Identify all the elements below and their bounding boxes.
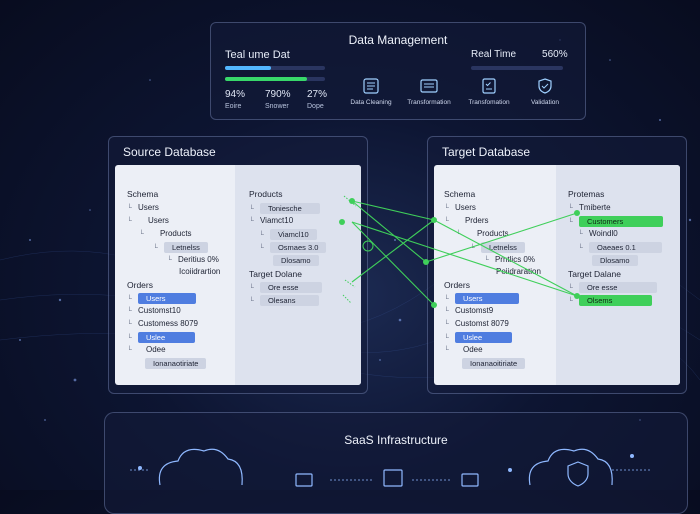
- cloud-icon: [158, 448, 243, 486]
- target-table-item[interactable]: └Olsems: [568, 295, 653, 306]
- product-item[interactable]: └Toniesche: [249, 203, 320, 214]
- progress-bar-primary: [225, 66, 325, 70]
- server-icon: [295, 473, 313, 487]
- orders-item[interactable]: └Customst9: [444, 306, 494, 315]
- product-item[interactable]: └Woindl0: [578, 229, 618, 238]
- realtime-data-label: Teal ume Dat: [225, 49, 290, 61]
- stat-1: 94% Eoire: [225, 89, 246, 110]
- orders-item[interactable]: Ionanaotiriate: [145, 358, 207, 369]
- connection-node[interactable]: [423, 259, 429, 265]
- schema-heading: Schema: [127, 189, 159, 199]
- tree-item[interactable]: Peiidraration: [496, 267, 541, 276]
- orders-item[interactable]: └Users: [127, 293, 196, 304]
- orders-item[interactable]: └Uslee: [444, 332, 513, 343]
- connection-node[interactable]: [574, 293, 580, 299]
- tree-item[interactable]: └Products: [456, 229, 509, 238]
- product-item[interactable]: └Viamcl10: [259, 229, 317, 240]
- tree-item[interactable]: └Users: [444, 203, 476, 212]
- saas-infrastructure-title: SaaS Infrastructure: [344, 433, 448, 447]
- shield-check-icon: [538, 78, 552, 94]
- products-heading: Products: [249, 189, 283, 199]
- orders-item[interactable]: └Customst 8079: [444, 319, 509, 328]
- schema-heading: Schema: [444, 189, 476, 199]
- connection-node[interactable]: [349, 198, 355, 204]
- products-heading: Protemas: [568, 189, 605, 199]
- source-schema-view: Schema └Users └Users └Products └Letnelss…: [115, 165, 361, 385]
- progress-bar-secondary: [225, 77, 325, 81]
- stat-2: 790% Snower: [265, 89, 291, 110]
- target-database-panel: Target Database Schema └Users └Prders └P…: [427, 136, 687, 394]
- product-item[interactable]: └Tmiberte: [568, 203, 611, 212]
- shield-icon: [567, 461, 589, 487]
- connection-node[interactable]: [431, 217, 437, 223]
- source-database-panel: Source Database Schema └Users └Users └Pr…: [108, 136, 368, 394]
- target-table-item[interactable]: └Ore esse: [568, 282, 658, 293]
- tool-validation[interactable]: Validation: [513, 77, 577, 106]
- tree-item[interactable]: └Prntlics 0%: [484, 255, 535, 264]
- tree-item[interactable]: └Letnelss: [470, 242, 525, 253]
- target-schema-view: Schema └Users └Prders └Products └Letnels…: [434, 165, 680, 385]
- data-management-panel: Data Management Teal ume Dat 94% Eoire 7…: [210, 22, 586, 120]
- document-icon: [420, 79, 438, 93]
- target-table-heading: Target Dalane: [568, 269, 621, 279]
- saas-illustration: [130, 448, 650, 487]
- cloud-icon: [528, 448, 613, 486]
- tool-transfomation[interactable]: Transfomation: [457, 77, 521, 106]
- target-table-heading: Target Dolane: [249, 269, 302, 279]
- product-item[interactable]: └Oaeaes 0.1: [578, 242, 662, 253]
- orders-item[interactable]: └Users: [444, 293, 519, 304]
- connection-node[interactable]: [431, 302, 437, 308]
- orders-item[interactable]: └Customess 8079: [127, 319, 198, 328]
- real-time-bar: [471, 66, 563, 70]
- tree-item[interactable]: └Users: [127, 203, 159, 212]
- checklist-icon: [482, 78, 496, 94]
- tree-item[interactable]: └Letnelss: [153, 242, 208, 253]
- tree-item[interactable]: └Prders: [444, 216, 489, 225]
- tool-transformation[interactable]: Transformation: [397, 77, 461, 106]
- product-item[interactable]: Dlosamo: [273, 255, 319, 266]
- tree-item[interactable]: Icoiidrartion: [179, 267, 221, 276]
- tree-item[interactable]: └Products: [139, 229, 192, 238]
- connection-node[interactable]: [574, 210, 580, 216]
- database-icon: [363, 78, 379, 94]
- target-table-item[interactable]: └Olesans: [249, 295, 320, 306]
- tool-data-cleaning[interactable]: Data Cleaning: [339, 77, 403, 106]
- target-table-item[interactable]: └Ore esse: [249, 282, 323, 293]
- orders-item[interactable]: └Odee: [444, 345, 483, 354]
- orders-heading: Orders: [127, 280, 153, 290]
- server-icon: [461, 473, 479, 487]
- orders-item[interactable]: └Customst10: [127, 306, 181, 315]
- tree-item[interactable]: └Deritius 0%: [167, 255, 219, 264]
- data-management-title: Data Management: [348, 33, 448, 47]
- stat-3: 27% Dope: [307, 89, 328, 110]
- mapping-connections: [339, 195, 580, 308]
- tree-item[interactable]: └Users: [127, 216, 169, 225]
- target-database-title: Target Database: [442, 145, 531, 159]
- orders-item[interactable]: └Uslee: [127, 332, 196, 343]
- connection-node[interactable]: [339, 219, 345, 225]
- product-item[interactable]: └Viamct10: [249, 216, 294, 225]
- orders-item[interactable]: Ionanaoitiriate: [462, 358, 526, 369]
- product-item[interactable]: Dlosamo: [592, 255, 638, 266]
- source-database-title: Source Database: [123, 145, 216, 159]
- product-item[interactable]: └Osmaes 3.0: [259, 242, 327, 253]
- orders-heading: Orders: [444, 280, 470, 290]
- real-time-percent: 560%: [542, 49, 568, 60]
- orders-item[interactable]: └Odee: [127, 345, 166, 354]
- server-icon: [383, 469, 403, 487]
- product-item[interactable]: └Customers: [568, 216, 664, 227]
